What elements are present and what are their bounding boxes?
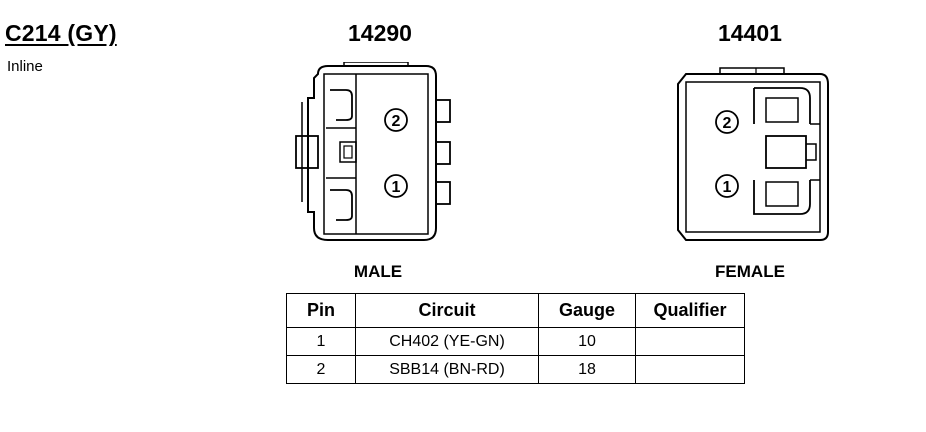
male-pin-1-label: 1	[392, 179, 401, 196]
female-pin-2-label: 2	[723, 115, 732, 132]
female-pin-1-label: 1	[723, 179, 732, 196]
pinout-table: Pin Circuit Gauge Qualifier 1 CH402 (YE-…	[286, 293, 745, 384]
female-pin-1-circle	[715, 174, 739, 198]
cell-qualifier	[635, 355, 745, 384]
cell-pin: 2	[286, 355, 356, 384]
male-part-number: 14290	[348, 20, 412, 46]
male-pin-2-label: 2	[392, 113, 401, 130]
female-key	[765, 135, 807, 169]
header-pin: Pin	[286, 293, 356, 328]
male-pin-1-circle	[384, 174, 408, 198]
female-housing-outline	[677, 73, 829, 241]
connector-subtitle: Inline	[7, 58, 43, 75]
cell-circuit: CH402 (YE-GN)	[355, 327, 539, 356]
cell-gauge: 10	[538, 327, 636, 356]
female-part-number: 14401	[718, 20, 782, 46]
male-housing-outline	[307, 65, 437, 241]
table-row: 2 SBB14 (BN-RD) 18	[286, 355, 745, 384]
table-row: 1 CH402 (YE-GN) 10	[286, 327, 745, 356]
female-label: FEMALE	[715, 262, 785, 281]
cell-circuit: SBB14 (BN-RD)	[355, 355, 539, 384]
male-latch	[295, 135, 319, 169]
male-key	[339, 141, 357, 163]
male-pin-2-circle	[384, 108, 408, 132]
connector-title: C214 (GY)	[5, 20, 117, 46]
male-connector-diagram: 2 1	[295, 62, 451, 241]
cell-gauge: 18	[538, 355, 636, 384]
header-qualifier: Qualifier	[635, 293, 745, 328]
male-label: MALE	[353, 262, 403, 281]
header-gauge: Gauge	[538, 293, 636, 328]
female-connector-diagram: 2 1	[677, 67, 829, 241]
cell-qualifier	[635, 327, 745, 356]
cell-pin: 1	[286, 327, 356, 356]
table-header-row: Pin Circuit Gauge Qualifier	[286, 293, 745, 328]
female-pin-2-circle	[715, 110, 739, 134]
header-circuit: Circuit	[355, 293, 539, 328]
